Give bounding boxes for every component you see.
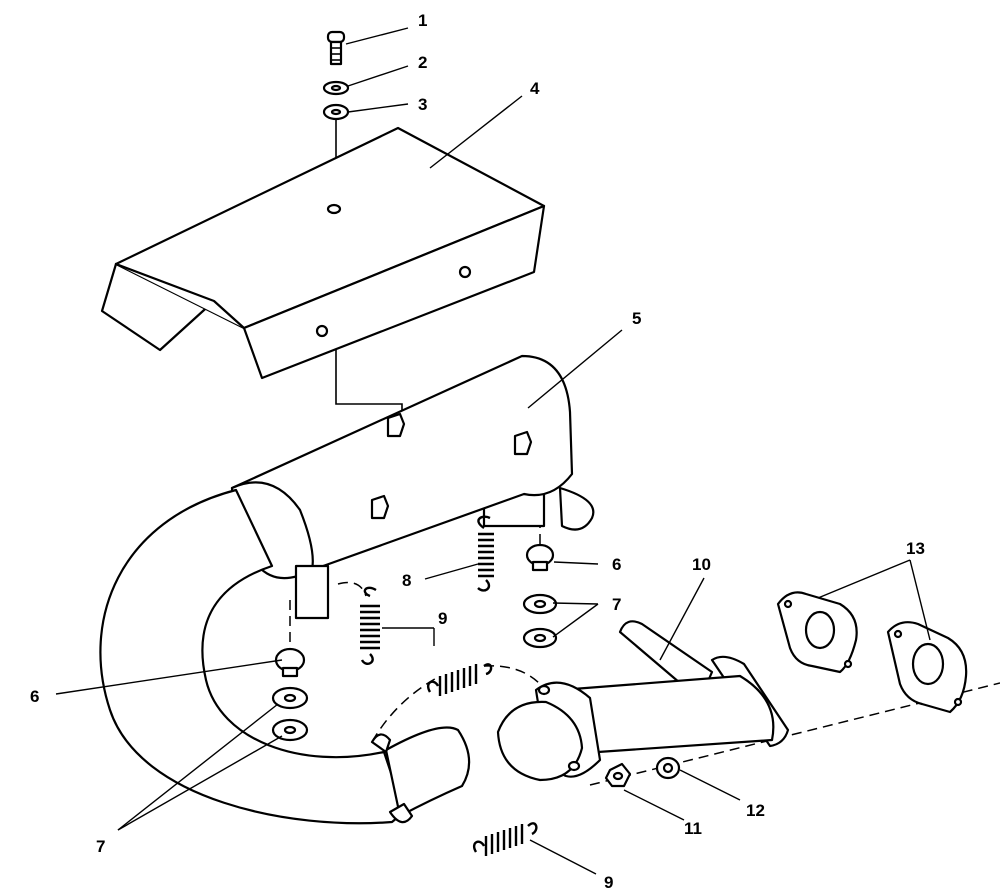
spring-part-9-b bbox=[426, 663, 493, 696]
washer-part-7-left-a bbox=[271, 686, 309, 710]
heat-shield-part-4 bbox=[100, 126, 546, 380]
washer-part-3 bbox=[322, 103, 350, 121]
callout-4: 4 bbox=[530, 79, 540, 98]
washer-part-12 bbox=[655, 756, 681, 780]
exhaust-pipe bbox=[99, 488, 471, 825]
callout-9-b: 9 bbox=[604, 873, 613, 892]
callout-5: 5 bbox=[632, 309, 641, 328]
spring-part-9-c bbox=[472, 822, 538, 856]
washer-part-7-left-b bbox=[271, 718, 309, 742]
washer-part-7-right-a bbox=[522, 593, 558, 615]
callout-12: 12 bbox=[746, 801, 765, 820]
callout-7-left: 7 bbox=[96, 837, 105, 856]
grommet-part-6-left bbox=[274, 647, 306, 678]
callout-11: 11 bbox=[684, 819, 702, 838]
gasket-part-13-a bbox=[776, 591, 858, 674]
gasket-part-13-b bbox=[886, 621, 968, 714]
leader-lines bbox=[55, 27, 931, 875]
header-pipe-part-10 bbox=[496, 620, 790, 782]
callout-6-right: 6 bbox=[612, 555, 621, 574]
callout-2: 2 bbox=[418, 53, 427, 72]
grommet-part-6-right bbox=[525, 543, 555, 572]
callout-13: 13 bbox=[906, 539, 925, 558]
callout-6-left: 6 bbox=[30, 687, 39, 706]
callout-numbers: 1 2 3 4 5 6 6 7 7 8 9 9 9 10 11 12 13 bbox=[30, 11, 925, 892]
callout-8: 8 bbox=[402, 571, 411, 590]
washer-part-2 bbox=[322, 80, 350, 96]
nut-part-11 bbox=[604, 762, 632, 788]
muffler-part-5 bbox=[230, 354, 595, 620]
callout-1: 1 bbox=[418, 11, 427, 30]
spring-part-8 bbox=[477, 515, 494, 592]
callout-3: 3 bbox=[418, 95, 427, 114]
washer-part-7-right-b bbox=[522, 627, 558, 649]
spring-part-9-a bbox=[360, 586, 380, 665]
callout-7-right: 7 bbox=[612, 595, 621, 614]
callout-9-a: 9 bbox=[438, 609, 447, 628]
callout-10: 10 bbox=[692, 555, 711, 574]
bolt-part-1 bbox=[326, 30, 346, 66]
